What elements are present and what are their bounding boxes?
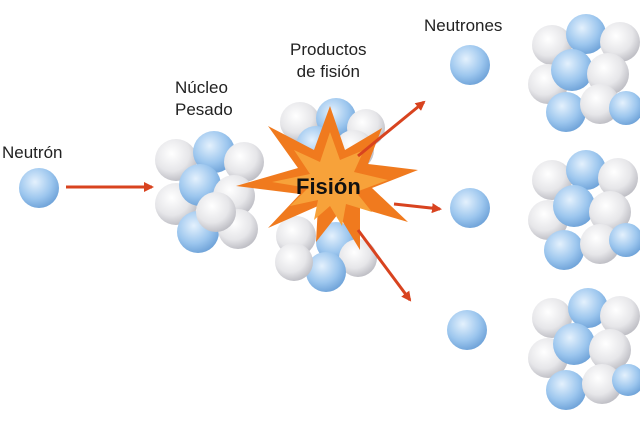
heavy-nucleus-label: Núcleo Pesado [175, 77, 233, 121]
nucleus-cluster-middle [528, 150, 640, 270]
emitted-neutron [450, 45, 490, 85]
arrow-up [357, 100, 426, 158]
emitted-neutrons [447, 45, 490, 350]
arrow-down [356, 229, 412, 302]
heavy-nucleus [155, 131, 264, 253]
incoming-neutron [19, 168, 59, 208]
arrow-right [393, 202, 442, 214]
fission-products-label-line1: Productos [290, 40, 367, 59]
emitted-neutron [447, 310, 487, 350]
emitted-neutron [450, 188, 490, 228]
neutrons-label: Neutrones [424, 16, 503, 35]
nucleus-cluster-bottom [528, 288, 640, 410]
heavy-nucleus-label-line2: Pesado [175, 100, 233, 119]
nucleus-cluster-top [528, 14, 640, 132]
neutron-label: Neutrón [2, 143, 63, 162]
fission-label: Fisión [296, 174, 361, 199]
fission-products-label-line2: de fisión [296, 62, 360, 81]
heavy-nucleus-label-line1: Núcleo [175, 78, 228, 97]
fission-products-label: Productos de fisión [290, 39, 367, 83]
